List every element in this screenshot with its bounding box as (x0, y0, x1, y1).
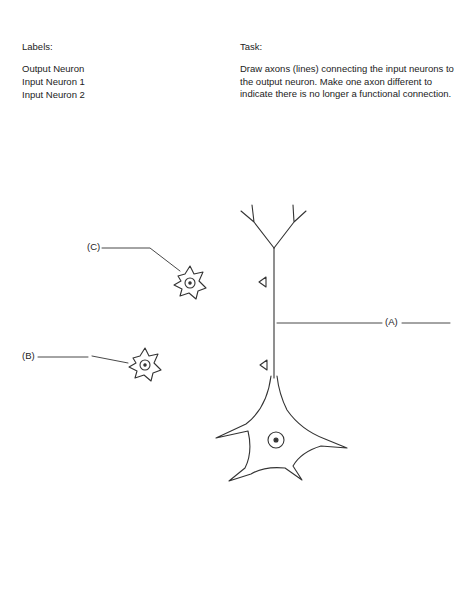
input-neuron (174, 266, 206, 299)
label-list-item: Input Neuron 2 (21, 89, 86, 102)
leader-line (38, 356, 128, 363)
heading: Task: (239, 41, 263, 54)
label-list-item: Output Neuron (21, 63, 85, 76)
dendrite-branch (274, 205, 306, 248)
heading: Labels: (21, 41, 54, 54)
synapse-marker (259, 277, 266, 287)
input-neuron (129, 348, 161, 381)
task-text: Draw axons (lines) connecting the input … (239, 63, 459, 101)
callout-letter: (A) (384, 316, 399, 329)
label-list-item: Input Neuron 1 (21, 76, 86, 89)
output-soma (216, 376, 347, 481)
leader-line (277, 323, 450, 324)
dendrite-branch (241, 205, 274, 248)
synapse-marker (260, 360, 267, 370)
callout-letter: (C) (86, 241, 101, 254)
apical-dendrite (273, 248, 274, 378)
leader-line (102, 248, 180, 271)
nucleus (268, 432, 284, 448)
nucleolus (274, 438, 278, 442)
callout-letter: (B) (21, 350, 36, 363)
